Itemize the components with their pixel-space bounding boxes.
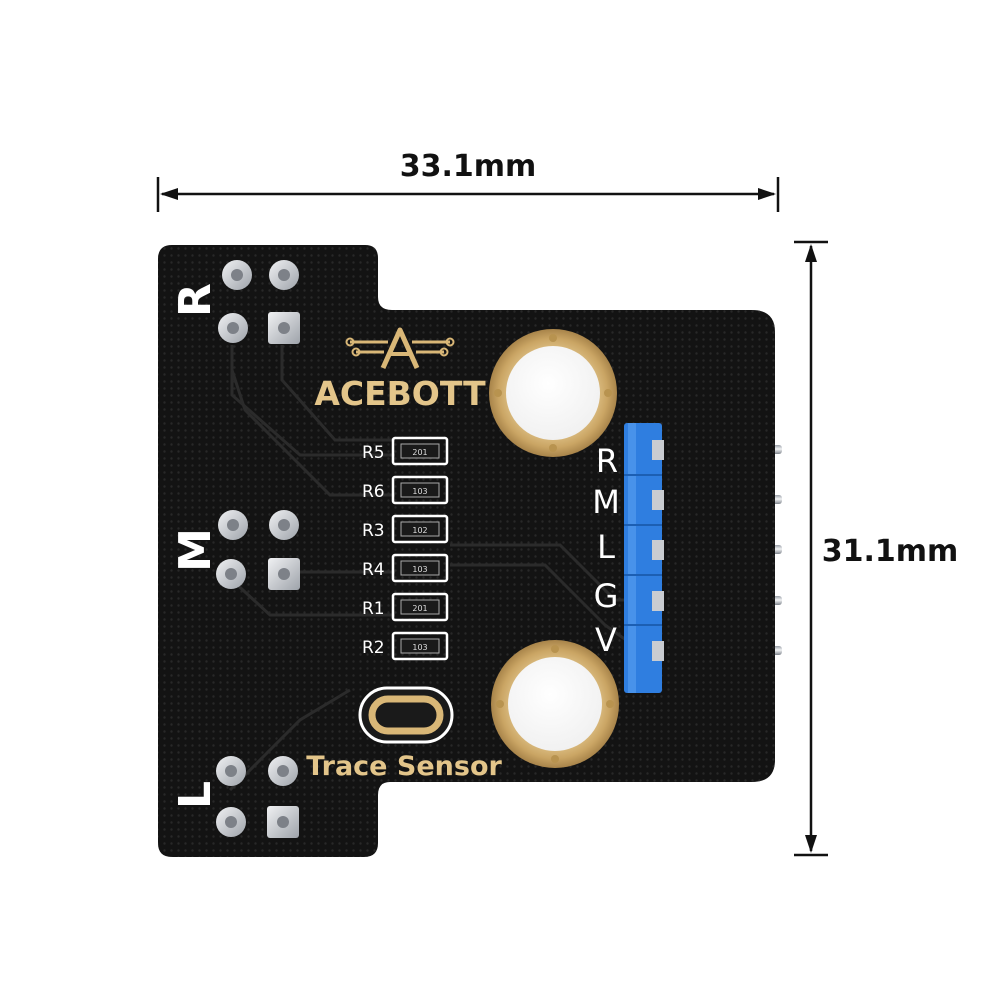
sensor-label-r: R: [170, 283, 221, 317]
sensor-label-l: L: [170, 781, 221, 809]
resistor-code: 102: [412, 526, 427, 535]
pin-header: [624, 423, 664, 693]
resistor-r6: R6 103: [362, 475, 449, 505]
sensor-label-m: M: [170, 528, 221, 572]
resistor-r5: R5 201: [362, 436, 449, 466]
width-label: 33.1mm: [400, 149, 537, 184]
resistor-designator: R3: [362, 521, 385, 541]
resistor-r3: R3 102: [362, 514, 449, 544]
resistor-designator: R6: [362, 482, 385, 502]
sensor-pads-l: [216, 756, 299, 838]
oval-pad: [358, 686, 454, 744]
resistor-code: 103: [412, 487, 427, 496]
sensor-labels: R M L: [170, 283, 221, 809]
width-dimension: 33.1mm: [156, 149, 780, 212]
resistor-code: 103: [412, 643, 427, 652]
resistor-designator: R5: [362, 443, 385, 463]
pin-label-l: L: [597, 528, 615, 566]
pin-label-m: M: [592, 483, 620, 521]
height-dimension: 31.1mm: [794, 240, 959, 857]
acebott-logo-icon: ACEBOTT: [314, 327, 486, 413]
product-name: Trace Sensor: [306, 751, 502, 782]
brand-name: ACEBOTT: [314, 374, 486, 413]
sensor-pads-r: [218, 260, 300, 344]
sensor-pads-m: [216, 510, 300, 590]
resistor-r2: R2 103: [362, 631, 449, 661]
resistor-designator: R2: [362, 638, 385, 658]
resistor-designator: R4: [362, 560, 385, 580]
pin-label-r: R: [596, 442, 618, 480]
resistor-code: 201: [412, 604, 427, 613]
pcb-board: [158, 245, 775, 857]
mounting-hole-top: [489, 329, 617, 457]
pin-labels: R M L G V: [592, 442, 620, 659]
resistor-code: 201: [412, 448, 427, 457]
resistor-array: R5 201 R6 103 R3 102 R4 103 R1 201: [362, 436, 449, 661]
resistor-r1: R1 201: [362, 592, 449, 622]
pin-label-g: G: [594, 577, 619, 615]
mounting-hole-bottom: [491, 640, 619, 768]
resistor-r4: R4 103: [362, 553, 449, 583]
pin-label-v: V: [595, 621, 617, 659]
resistor-code: 103: [412, 565, 427, 574]
resistor-designator: R1: [362, 599, 385, 619]
pcb-traces: [228, 345, 641, 792]
height-label: 31.1mm: [822, 534, 959, 569]
